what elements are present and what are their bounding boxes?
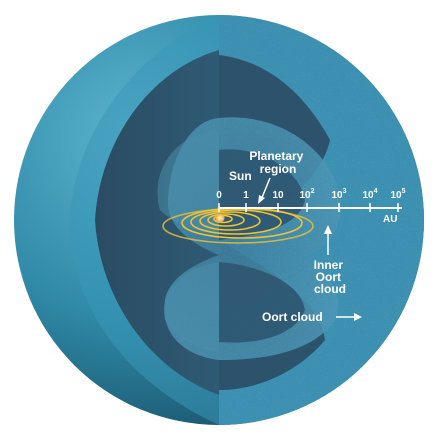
left-lobe-lower (164, 262, 219, 352)
scale-tick-label: 102 (299, 188, 314, 201)
cavity-upper (219, 149, 305, 240)
scale-tick-label: 1 (243, 190, 249, 201)
cavity-lower (219, 262, 305, 343)
scale-tick-label: 10 (272, 190, 284, 201)
scale-unit-label: AU (383, 214, 397, 225)
sun-icon (215, 213, 225, 223)
scale-tick-label: 0 (216, 190, 222, 201)
planetary-region-arrowhead (258, 195, 265, 204)
oort-cloud-label: Oort cloud (262, 310, 323, 324)
left-lobe-upper (157, 130, 219, 235)
inner-oort-arrowhead (324, 225, 332, 234)
scale-tick-label: 103 (331, 188, 346, 201)
au-scale-axis (218, 203, 402, 212)
inner-oort-cloud-label: Inner Oort cloud (314, 258, 347, 296)
planetary-region-label: Planetary region (249, 149, 306, 176)
planetary-region-pointer (260, 177, 271, 201)
oort-cloud-arrowhead (354, 313, 362, 321)
sun-label: Sun (229, 169, 252, 183)
scale-tick-label: 105 (390, 188, 405, 201)
scale-tick-label: 104 (362, 188, 377, 201)
